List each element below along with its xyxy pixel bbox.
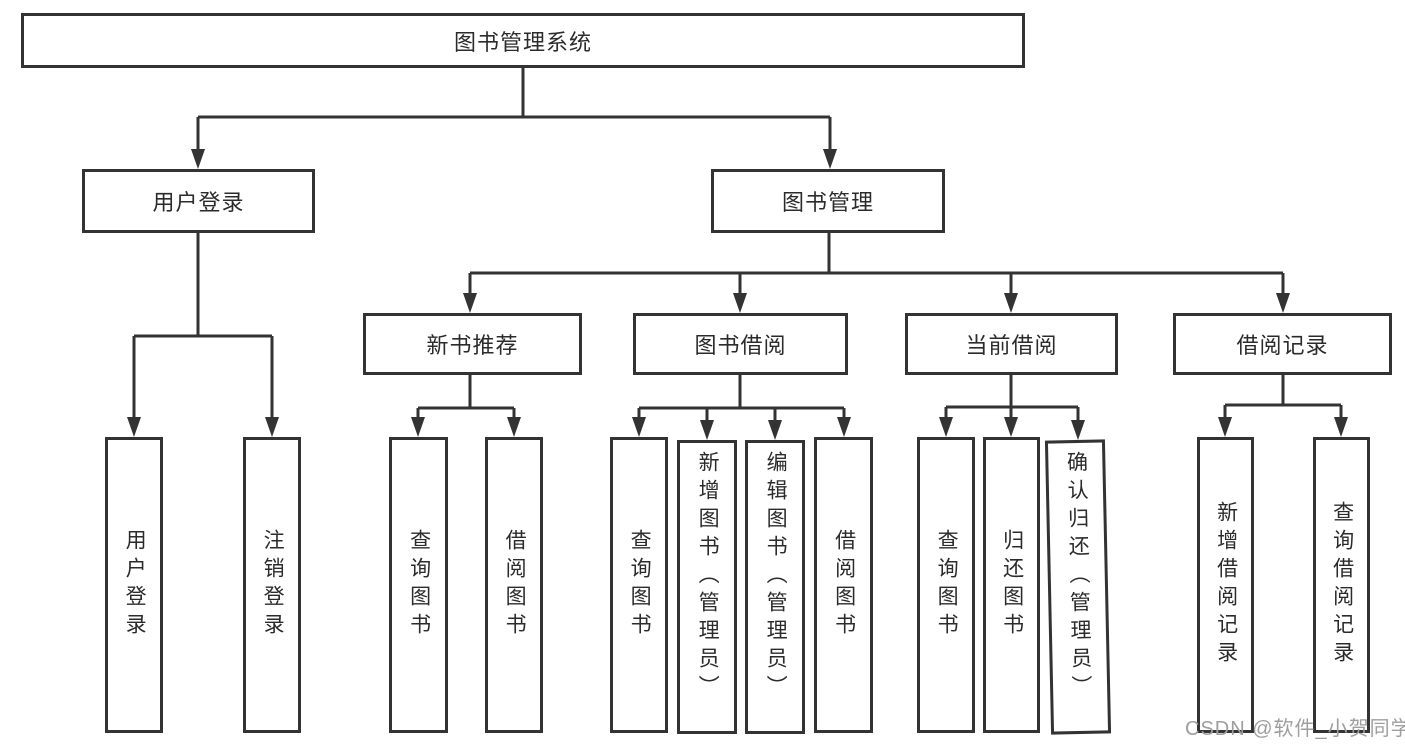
leaf-br-query-record-label: 查询借阅记录 [1330, 501, 1354, 669]
node-new-book-recommendation-label: 新书推荐 [426, 333, 519, 358]
node-current-borrowing-label: 当前借阅 [965, 333, 1058, 358]
node-user-login-label: 用户登录 [152, 190, 245, 215]
node-current-borrowing: 当前借阅 [905, 313, 1118, 375]
node-new-book-recommendation: 新书推荐 [363, 313, 582, 375]
leaf-nb-query-books-label: 查询图书 [407, 529, 431, 641]
leaf-bb-query-books: 查询图书 [610, 437, 668, 733]
arrowheads [127, 149, 1348, 440]
node-root-label: 图书管理系统 [453, 29, 592, 55]
leaf-logout-login: 注销登录 [243, 437, 301, 733]
leaf-logout-login-label: 注销登录 [261, 529, 285, 641]
leaf-nb-query-books: 查询图书 [389, 437, 448, 733]
node-borrowing-records: 借阅记录 [1173, 313, 1392, 375]
leaf-bb-query-books-label: 查询图书 [628, 529, 652, 641]
leaf-bb-edit-books-admin: 编辑图书（管理员） [745, 440, 805, 734]
node-book-management-label: 图书管理 [781, 190, 874, 215]
leaf-cb-query-books-label: 查询图书 [935, 529, 959, 641]
leaf-bb-borrow-books-label: 借阅图书 [832, 529, 856, 641]
leaf-bb-borrow-books: 借阅图书 [814, 437, 873, 733]
leaf-user-login: 用户登录 [105, 437, 163, 733]
leaf-bb-add-books-admin-label: 新增图书（管理员） [696, 451, 720, 703]
leaf-cb-confirm-return-admin: 确认归还（管理员） [1044, 439, 1112, 735]
leaf-cb-query-books: 查询图书 [917, 437, 975, 733]
connector-book-management-children [468, 233, 1285, 295]
watermark: CSDN @软件_小贺同学 [1185, 718, 1405, 740]
connector-current-borrowing-children [944, 375, 1080, 422]
node-borrowing-records-label: 借阅记录 [1236, 333, 1329, 358]
leaf-br-add-record: 新增借阅记录 [1197, 437, 1254, 733]
leaf-cb-return-books: 归还图书 [983, 437, 1040, 733]
connector-root-to-level2 [196, 68, 832, 151]
leaf-bb-edit-books-admin-label: 编辑图书（管理员） [764, 451, 788, 703]
leaf-cb-return-books-label: 归还图书 [1000, 529, 1024, 641]
leaf-br-add-record-label: 新增借阅记录 [1214, 501, 1238, 669]
node-book-management: 图书管理 [711, 169, 945, 233]
node-book-borrowing: 图书借阅 [633, 313, 848, 375]
node-user-login: 用户登录 [82, 169, 315, 233]
leaf-cb-confirm-return-admin-label: 确认归还（管理员） [1064, 450, 1093, 704]
connector-borrowing-records-children [1223, 375, 1343, 419]
connector-book-borrowing-children [637, 375, 846, 422]
leaf-br-query-record: 查询借阅记录 [1313, 437, 1370, 733]
leaf-bb-add-books-admin: 新增图书（管理员） [677, 440, 737, 734]
leaf-user-login-label: 用户登录 [123, 529, 147, 641]
connector-user-login-children [132, 233, 274, 419]
connector-new-book-children [416, 375, 516, 419]
leaf-nb-borrow-books-label: 借阅图书 [503, 529, 527, 641]
node-book-borrowing-label: 图书借阅 [694, 333, 787, 358]
leaf-nb-borrow-books: 借阅图书 [485, 437, 543, 733]
node-root: 图书管理系统 [21, 13, 1025, 68]
